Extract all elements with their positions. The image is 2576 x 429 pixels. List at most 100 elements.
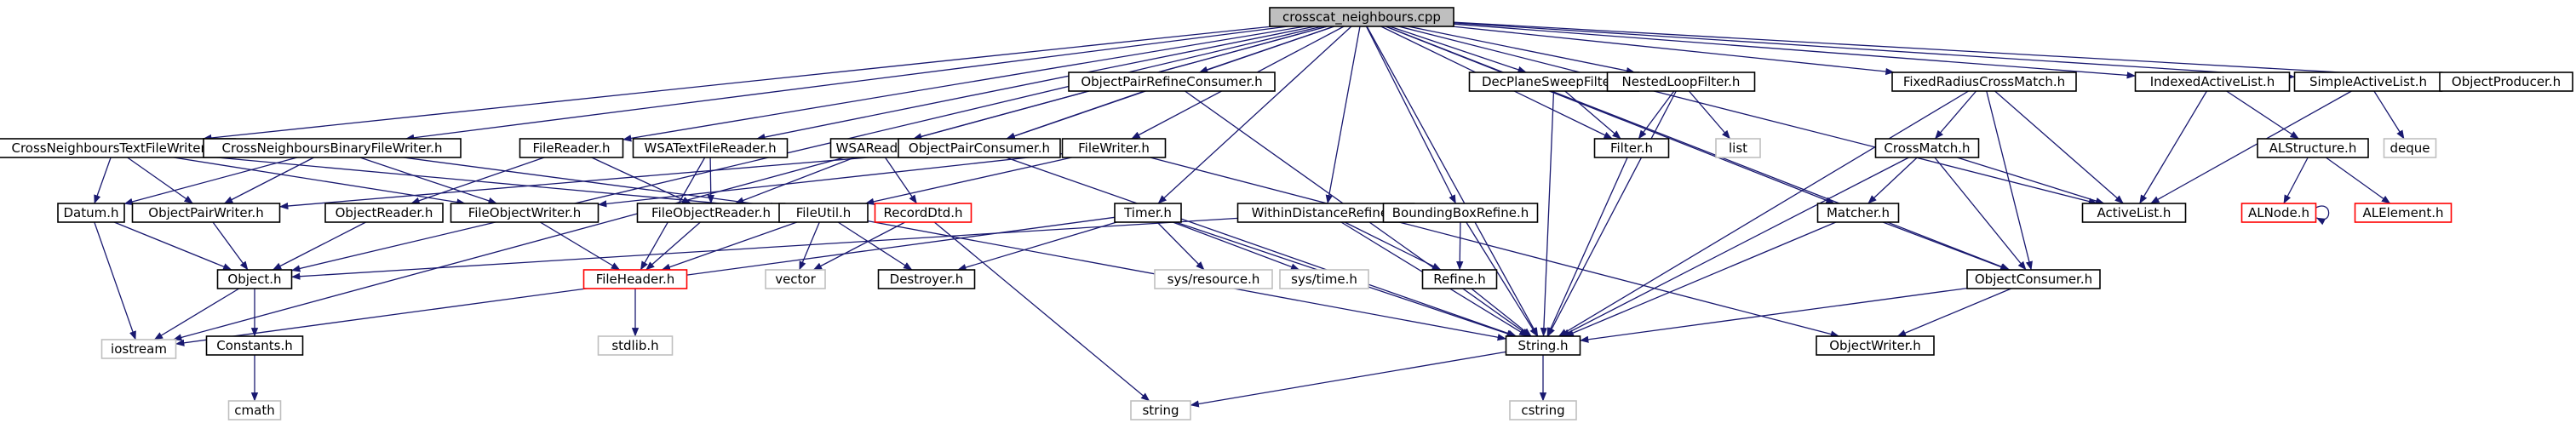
node-oreader[interactable]: ObjectReader.h <box>324 203 444 223</box>
node-timer[interactable]: Timer.h <box>1114 203 1182 223</box>
node-box[interactable] <box>1606 72 1756 92</box>
node-iostream[interactable]: iostream <box>100 339 177 359</box>
node-fow[interactable]: FileObjectWriter.h <box>450 203 600 223</box>
node-box[interactable] <box>1509 400 1577 420</box>
node-box[interactable] <box>1279 269 1369 289</box>
node-filewriter[interactable]: FileWriter.h <box>1061 138 1167 158</box>
node-alstructure[interactable]: ALStructure.h <box>2257 138 2369 158</box>
edge-string-to-string <box>1190 351 1506 408</box>
node-object[interactable]: Object.h <box>216 269 293 289</box>
node-cnbfw[interactable]: CrossNeighboursBinaryFileWriter.h <box>203 138 462 158</box>
node-box[interactable] <box>1130 400 1191 420</box>
node-box[interactable] <box>765 269 826 289</box>
node-alelement[interactable]: ALElement.h <box>2354 203 2453 223</box>
node-box[interactable] <box>205 335 304 356</box>
node-box[interactable] <box>2383 138 2437 158</box>
node-box[interactable] <box>1816 335 1935 356</box>
node-box[interactable] <box>2081 203 2187 223</box>
node-box[interactable] <box>2354 203 2453 223</box>
node-systime[interactable]: sys/time.h <box>1279 269 1369 289</box>
node-box[interactable] <box>324 203 444 223</box>
node-recorddtd[interactable]: RecordDtd.h <box>874 203 972 223</box>
node-box[interactable] <box>2439 72 2573 92</box>
node-frcm[interactable]: FixedRadiusCrossMatch.h <box>1891 72 2077 92</box>
node-filereader[interactable]: FileReader.h <box>519 138 624 158</box>
node-root[interactable]: crosscat_neighbours.cpp <box>1269 7 1454 27</box>
node-alnode[interactable]: ALNode.h <box>2240 203 2317 223</box>
node-sysres[interactable]: sys/resource.h <box>1154 269 1273 289</box>
node-list[interactable]: list <box>1715 138 1761 158</box>
node-box[interactable] <box>778 203 869 223</box>
node-box[interactable] <box>100 339 177 359</box>
node-box[interactable] <box>582 269 688 289</box>
node-nlf[interactable]: NestedLoopFilter.h <box>1606 72 1756 92</box>
node-box[interactable] <box>1505 335 1581 356</box>
edge-fileutil-to-fileheader <box>661 221 798 271</box>
node-box[interactable] <box>632 138 789 158</box>
node-opc[interactable]: ObjectPairConsumer.h <box>898 138 1061 158</box>
node-bbr[interactable]: BoundingBoxRefine.h <box>1382 203 1539 223</box>
node-refine[interactable]: Refine.h <box>1421 269 1498 289</box>
edge-cntfw-to-fow <box>173 157 466 206</box>
node-sal[interactable]: SimpleActiveList.h <box>2293 72 2443 92</box>
node-cntfw[interactable]: CrossNeighboursTextFileWriter.h <box>0 138 237 158</box>
node-box[interactable] <box>2134 72 2291 92</box>
node-box[interactable] <box>450 203 600 223</box>
node-box[interactable] <box>1114 203 1182 223</box>
node-vector[interactable]: vector <box>765 269 826 289</box>
node-box[interactable] <box>1966 269 2101 289</box>
node-constants[interactable]: Constants.h <box>205 335 304 356</box>
node-box[interactable] <box>1421 269 1498 289</box>
node-oprc[interactable]: ObjectPairRefineConsumer.h <box>1068 72 1276 92</box>
node-box[interactable] <box>1068 72 1276 92</box>
node-label: NestedLoopFilter.h <box>1622 74 1741 89</box>
node-box[interactable] <box>1816 203 1900 223</box>
node-oconsumer[interactable]: ObjectConsumer.h <box>1966 269 2101 289</box>
edge-dpsf-to-filter <box>1564 90 1621 140</box>
node-box[interactable] <box>2240 203 2317 223</box>
node-fileutil[interactable]: FileUtil.h <box>778 203 869 223</box>
node-destroyer[interactable]: Destroyer.h <box>877 269 976 289</box>
node-box[interactable] <box>1874 138 1980 158</box>
node-box[interactable] <box>874 203 972 223</box>
node-box[interactable] <box>898 138 1061 158</box>
node-cmath[interactable]: cmath <box>227 400 282 420</box>
node-datum[interactable]: Datum.h <box>57 203 125 223</box>
edge-cnbfw-to-fow <box>359 157 497 204</box>
node-box[interactable] <box>1269 7 1454 27</box>
edge-dpsf-to-string <box>1540 90 1555 337</box>
node-box[interactable] <box>216 269 293 289</box>
node-opw[interactable]: ObjectPairWriter.h <box>131 203 281 223</box>
node-box[interactable] <box>1061 138 1167 158</box>
node-box[interactable] <box>877 269 976 289</box>
node-fileheader[interactable]: FileHeader.h <box>582 269 688 289</box>
node-box[interactable] <box>227 400 282 420</box>
edge-root-to-cntfw <box>203 26 1273 142</box>
node-ial[interactable]: IndexedActiveList.h <box>2134 72 2291 92</box>
node-box[interactable] <box>1593 138 1670 158</box>
node-box[interactable] <box>203 138 462 158</box>
node-box[interactable] <box>2257 138 2369 158</box>
node-wsatfr[interactable]: WSATextFileReader.h <box>632 138 789 158</box>
node-cstring[interactable]: cstring <box>1509 400 1577 420</box>
node-box[interactable] <box>1154 269 1273 289</box>
node-matcher[interactable]: Matcher.h <box>1816 203 1900 223</box>
node-oproducer[interactable]: ObjectProducer.h <box>2439 72 2573 92</box>
node-string[interactable]: string <box>1130 400 1191 420</box>
node-box[interactable] <box>1382 203 1539 223</box>
node-box[interactable] <box>597 335 674 356</box>
node-activelist[interactable]: ActiveList.h <box>2081 203 2187 223</box>
node-box[interactable] <box>1715 138 1761 158</box>
node-box[interactable] <box>519 138 624 158</box>
node-filter[interactable]: Filter.h <box>1593 138 1670 158</box>
node-box[interactable] <box>57 203 125 223</box>
node-string[interactable]: String.h <box>1505 335 1581 356</box>
node-deque[interactable]: deque <box>2383 138 2437 158</box>
node-stdlib[interactable]: stdlib.h <box>597 335 674 356</box>
node-crossmatch[interactable]: CrossMatch.h <box>1874 138 1980 158</box>
node-owriter[interactable]: ObjectWriter.h <box>1816 335 1935 356</box>
node-for[interactable]: FileObjectReader.h <box>636 203 786 223</box>
edge-crossmatch-to-matcher <box>1867 157 1918 204</box>
node-box[interactable] <box>131 203 281 223</box>
node-box[interactable] <box>1891 72 2077 92</box>
